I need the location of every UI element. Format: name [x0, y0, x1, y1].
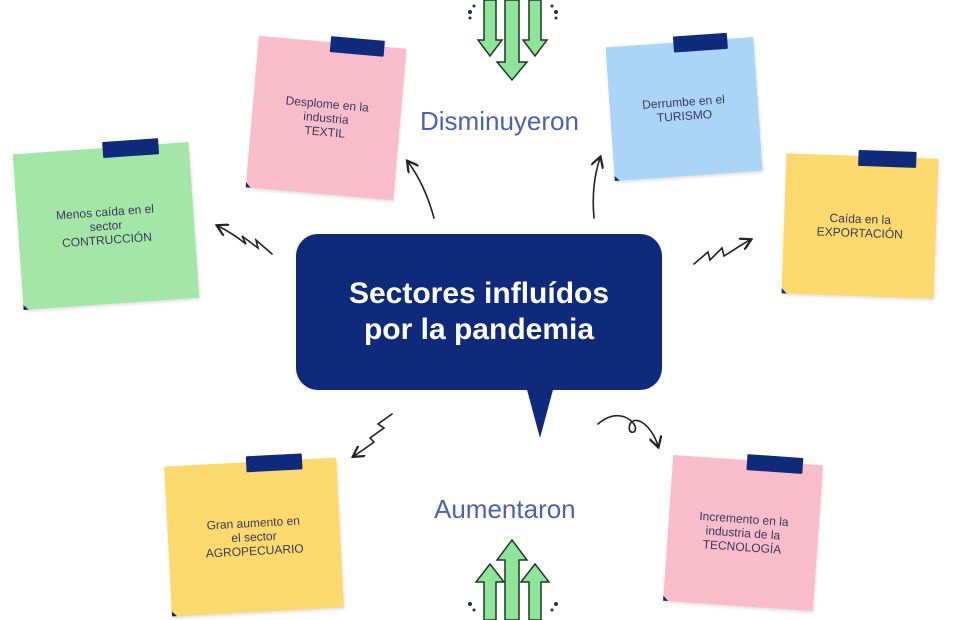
central-title-line1: Sectores influídos — [348, 277, 610, 310]
central-title-bubble: Sectores influídos por la pandemia — [296, 234, 662, 438]
arrow-to-tecnologia — [597, 414, 658, 446]
arrow-to-textil — [408, 162, 435, 219]
arrow-to-exportacion — [693, 240, 750, 265]
sparkle-dots — [468, 602, 558, 612]
central-title: Sectores influídos por la pandemia — [349, 276, 609, 348]
central-title-line2: por la pandemia — [363, 313, 595, 346]
bubble-tail — [526, 386, 554, 438]
arrow-to-turismo — [593, 158, 600, 219]
increased-label: Aumentaron — [434, 494, 576, 524]
arrow-to-agropecuario — [354, 413, 393, 456]
sparkle-dots — [468, 4, 558, 20]
down-arrows-icon — [476, 0, 549, 82]
arrow-to-construccion — [218, 226, 273, 255]
up-arrows-icon — [474, 538, 551, 620]
decreased-label: Disminuyeron — [420, 106, 579, 136]
